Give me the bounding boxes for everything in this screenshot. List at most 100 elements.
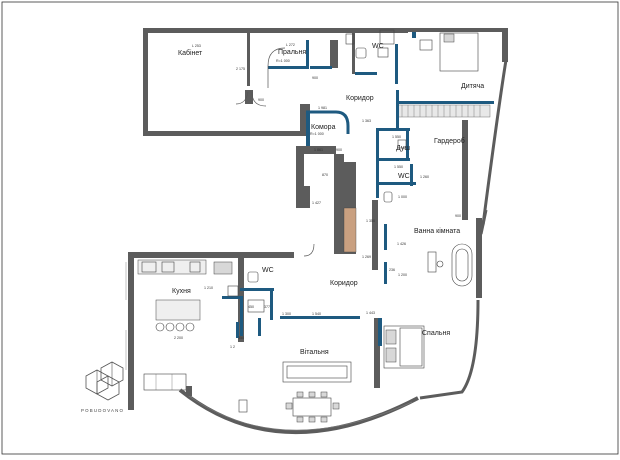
bed-child-icon [439,32,479,72]
dim-label: 377 [264,305,270,309]
sink-kitchen-icon [189,261,201,273]
washer-icon [345,33,355,45]
dim-label: 1 550 [392,135,401,139]
dim-label: 1 550 [394,165,403,169]
dim-label: 1 350 [366,219,375,223]
sink-icon-3 [227,285,239,297]
wall-bath-right [476,218,482,298]
dim-label: 1 363 [362,119,371,123]
plant-icon [238,399,248,413]
chair-icon [296,391,304,398]
room-label-spalnia: Спальня [422,330,450,337]
room-label-korydor-bottom: Коридор [330,280,358,287]
dim-label: 1 210 [204,286,213,290]
dim-label: 1 981 [318,106,327,110]
wall-bath-left [372,200,378,270]
new-wall-wardrobe-v [396,90,399,130]
wardrobe-wall [462,120,468,220]
dim-label: 1 427 [312,201,321,205]
shower-icon [397,139,407,149]
room-label-korydor-top: Коридор [346,95,374,102]
new-wall-komora-l [306,112,310,150]
wall-left-mid [296,150,304,208]
stair-icon [343,207,357,253]
dim-label: 1 200 [398,273,407,277]
dim-label: R=1 000 [276,59,290,63]
desk-icon [419,39,433,51]
new-wall-bed [378,318,382,346]
shower-icon-2 [247,299,265,313]
wall-bed-right [419,299,480,400]
room-label-vanna: Ванна кімната [414,227,460,235]
door-swing-kabinet [251,91,267,107]
dim-label: 1 443 [366,311,375,315]
pobudovano-logo: POBUDOVANO [81,361,124,413]
wall-kitchen-left [128,252,134,410]
bed-icon [383,325,425,369]
dim-label: 1 2 [230,345,235,349]
toilet-icon [355,47,367,59]
dim-label: 900 [258,98,264,102]
new-wall-corridor [280,316,360,319]
room-label-vitalnia: Вітальня [300,348,329,356]
dim-label: 900 [312,76,318,80]
cabinet-icon [141,261,157,273]
cabinet-bottom [143,373,187,391]
dim-label: 870 [322,173,328,177]
room-label-harderob: Гардероб [434,137,465,145]
room-label-dytiacha: Дитяча [461,83,484,90]
shower-tray-icon [379,29,395,45]
room-label-pralnia: Пральня [278,49,306,56]
walls-top-wing [143,28,408,136]
curved-wall-komora [306,110,350,134]
toilet-icon-3 [247,271,259,283]
new-wall-shower-h [376,158,410,161]
kitchen-island [155,299,201,321]
dim-label: 236 [389,268,395,272]
dim-label: 900 [455,214,461,218]
room-label-wc-bottom: WC [262,267,274,274]
logo-text: POBUDOVANO [81,408,124,413]
dim-label: 1 000 [398,195,407,199]
new-wall-wc [240,288,274,291]
dim-label: 1 260 [420,175,429,179]
wall-core [334,154,344,254]
room-label-komora: Комора [311,124,336,131]
dimension-annotations: L 253 L 272 R=1 000 2 175 900 900 1 981 … [174,43,461,349]
dim-label: 1 861 [314,148,323,152]
new-walls-top [268,30,416,84]
new-wall-shower [376,128,379,198]
wall-bed-left [374,318,380,388]
wall-kitchen-top [128,252,238,258]
dim-label: 1 300 [282,312,291,316]
dining-table-icon [292,397,332,417]
toilet-icon-2 [383,191,393,203]
dim-label: 1 426 [397,242,406,246]
wall-komora-bottom [296,146,336,154]
dim-label: 900 [336,148,342,152]
dim-label: 450 [248,305,254,309]
curved-partition [267,47,286,88]
pillow-icon [443,33,455,43]
bar-stool-icon [155,322,165,332]
dim-label: L 253 [192,44,201,48]
kitchen-counter [137,259,207,275]
room-label-kukhnia: Кухня [172,288,191,295]
new-wall-bath [384,262,387,284]
fridge-icon [213,261,233,275]
curved-facade-right [481,59,508,226]
dim-label: 2 200 [174,336,183,340]
room-label-wc-top: WC [372,43,384,50]
sink-icon [377,47,389,58]
room-label-dush: Душ [396,145,410,152]
dim-label: L 272 [286,43,295,47]
sofa-icon [282,361,352,383]
dim-label: R=1 000 [310,132,324,136]
dim-label: 1 269 [362,255,371,259]
dim-label: 350 [238,336,244,340]
door-swing-entry [303,243,315,257]
dim-label: 2 175 [236,67,245,71]
vanity-icon [427,251,437,273]
